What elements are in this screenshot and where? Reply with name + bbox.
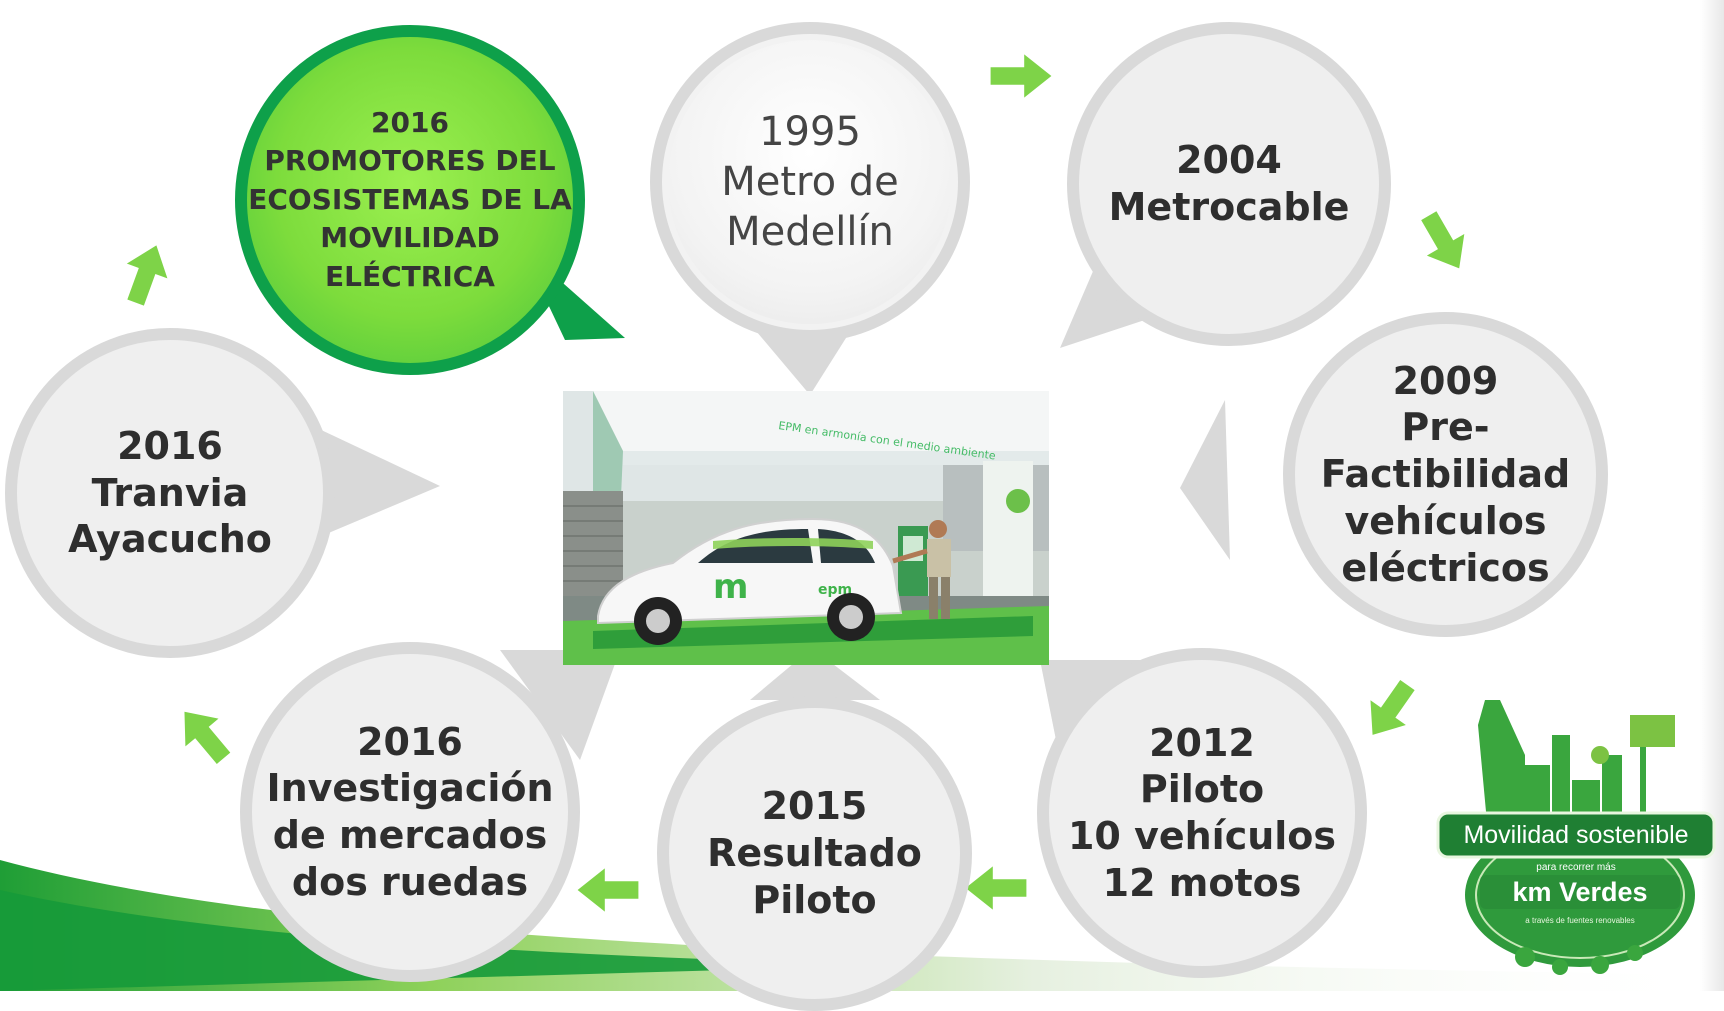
ev-charging-photo: EPM en armonía con el medio ambiente xyxy=(563,391,1049,665)
milestone-2015-text: 2015 Resultado Piloto xyxy=(707,784,922,922)
milestone-2012-text: 2012 Piloto 10 vehículos 12 motos xyxy=(1067,720,1337,905)
logo-subtitle: para recorrer más xyxy=(1536,862,1615,873)
bubble-2015: 2015 Resultado Piloto xyxy=(657,696,972,1011)
milestone-2009-text: 2009 Pre- Factibilidad vehículos eléctri… xyxy=(1320,358,1571,590)
logo-tagline: a través de fuentes renovables xyxy=(1525,916,1634,925)
bubble-2012: 2012 Piloto 10 vehículos 12 motos xyxy=(1037,648,1367,978)
milestone-2016-investigacion-text: 2016 Investigación de mercados dos rueda… xyxy=(266,719,554,904)
km-verdes-logo: Movilidad sostenible para recorrer más k… xyxy=(1430,695,1720,985)
bubble-2016-promotores: 2016 PROMOTORES DEL ECOSISTEMAS DE LA MO… xyxy=(235,25,585,375)
arrow-2015-2016inv xyxy=(577,868,639,912)
arrow-1995-2004 xyxy=(990,54,1052,98)
arrow-2009-2012 xyxy=(1354,672,1426,748)
tail-2016-tranvia xyxy=(300,420,440,545)
arrow-2012-2015 xyxy=(965,866,1027,910)
milestone-1995-text: 1995 Metro de Medellín xyxy=(721,109,899,255)
bubble-2016-tranvia: 2016 Tranvia Ayacucho xyxy=(5,328,335,658)
bubble-1995: 1995 Metro de Medellín xyxy=(650,22,970,342)
tail-2015 xyxy=(750,648,880,700)
car-brand: epm xyxy=(818,582,852,598)
logo-main: km Verdes xyxy=(1512,877,1647,907)
bubble-2004: 2004 Metrocable xyxy=(1067,22,1391,346)
milestone-2016-promotores-text: 2016 PROMOTORES DEL ECOSISTEMAS DE LA MO… xyxy=(248,106,572,293)
svg-text:m: m xyxy=(713,567,748,607)
tail-2016-inv xyxy=(500,650,620,760)
bubble-2009: 2009 Pre- Factibilidad vehículos eléctri… xyxy=(1283,312,1608,637)
arrow-2004-2009 xyxy=(1410,204,1478,280)
milestone-2004-text: 2004 Metrocable xyxy=(1108,138,1350,229)
tail-2009 xyxy=(1180,400,1230,560)
logo-title: Movilidad sostenible xyxy=(1463,821,1688,849)
milestone-2016-tranvia-text: 2016 Tranvia Ayacucho xyxy=(68,423,272,562)
bubble-2016-investigacion: 2016 Investigación de mercados dos rueda… xyxy=(240,642,580,982)
arrow-tranvia-promo xyxy=(115,238,177,310)
arrow-2016inv-tranvia xyxy=(167,697,241,773)
